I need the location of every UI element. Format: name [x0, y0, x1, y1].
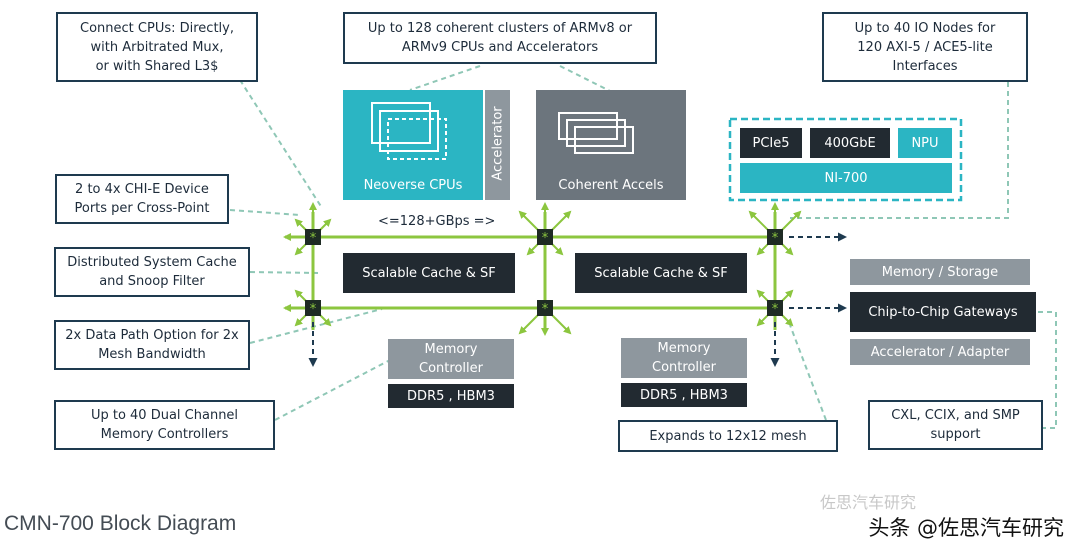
crosspoints: * * * * * *	[305, 229, 783, 317]
crosspoint-star: *	[310, 302, 317, 317]
pcie-block: PCIe5	[740, 128, 802, 158]
crosspoint-node	[537, 229, 553, 245]
leader-cxl	[1038, 311, 1057, 429]
crosspoint-star: *	[542, 231, 549, 246]
external-links	[308, 232, 847, 367]
leader-expands	[789, 324, 827, 421]
crosspoint-star: *	[310, 231, 317, 246]
leader-memctrl	[274, 359, 391, 421]
crosspoint-node	[767, 229, 783, 245]
io-group-border	[728, 117, 963, 202]
400gbe-block: 400GbE	[810, 128, 890, 158]
cache-block-left: Scalable Cache & SF	[343, 253, 515, 293]
crosspoint-node	[305, 229, 321, 245]
faint-watermark: 佐思汽车研究	[820, 493, 917, 512]
crosspoint-star: *	[772, 302, 779, 317]
leader-coherent-right	[559, 65, 613, 93]
callout-coherent-clusters: Up to 128 coherent clusters of ARMv8 or …	[343, 12, 657, 64]
crosspoint-node	[767, 300, 783, 316]
coherent-accels-label: Coherent Accels	[558, 178, 664, 193]
crosspoint-star: *	[542, 302, 549, 317]
mem-ctrl-left-block: Memory Controller	[388, 339, 514, 379]
watermark: 头条 @佐思汽车研究	[868, 516, 1064, 540]
leader-connect-cpus	[239, 79, 323, 209]
leader-io-nodes	[790, 82, 1009, 219]
crosspoint-star: *	[772, 231, 779, 246]
ddr-left-block: DDR5 , HBM3	[388, 384, 514, 408]
callout-chi-ports: 2 to 4x CHI-E Device Ports per Cross-Poi…	[55, 174, 229, 224]
cache-block-right: Scalable Cache & SF	[575, 253, 747, 293]
callout-system-cache: Distributed System Cache and Snoop Filte…	[54, 247, 250, 297]
leader-coherent-left	[409, 65, 481, 91]
npu-block: NPU	[898, 128, 952, 158]
callout-mem-controllers: Up to 40 Dual Channel Memory Controllers	[54, 400, 275, 450]
callout-io-nodes: Up to 40 IO Nodes for 120 AXI-5 / ACE5-l…	[822, 12, 1028, 82]
leader-chi	[229, 209, 301, 216]
callout-cxl: CXL, CCIX, and SMP support	[868, 400, 1043, 450]
ddr-right-block: DDR5 , HBM3	[621, 383, 747, 407]
figure-caption: CMN-700 Block Diagram	[4, 512, 237, 535]
callout-connect-cpus: Connect CPUs: Directly, with Arbitrated …	[56, 12, 258, 82]
neoverse-label: Neoverse CPUs	[363, 178, 463, 193]
crosspoint-node	[537, 300, 553, 316]
ni700-block: NI-700	[740, 163, 952, 193]
callout-expands: Expands to 12x12 mesh	[618, 420, 838, 452]
leader-datapath	[249, 308, 383, 344]
accelerator-label: Accelerator	[490, 106, 506, 181]
bandwidth-label: <=128+GBps =>	[378, 214, 496, 229]
chip-to-chip-block: Chip-to-Chip Gateways	[850, 292, 1036, 332]
neoverse-block	[343, 90, 483, 200]
accelerator-strip	[485, 90, 510, 200]
accel-adapter-block: Accelerator / Adapter	[850, 339, 1030, 365]
leader-cache	[249, 271, 321, 274]
memory-storage-block: Memory / Storage	[850, 259, 1030, 285]
callout-data-path: 2x Data Path Option for 2x Mesh Bandwidt…	[54, 320, 250, 370]
leader-lines	[229, 65, 1057, 429]
mem-ctrl-right-block: Memory Controller	[621, 338, 747, 378]
crosspoint-node	[305, 300, 321, 316]
accel-stack-icon	[558, 112, 634, 154]
cpu-stack-icon	[371, 102, 447, 160]
